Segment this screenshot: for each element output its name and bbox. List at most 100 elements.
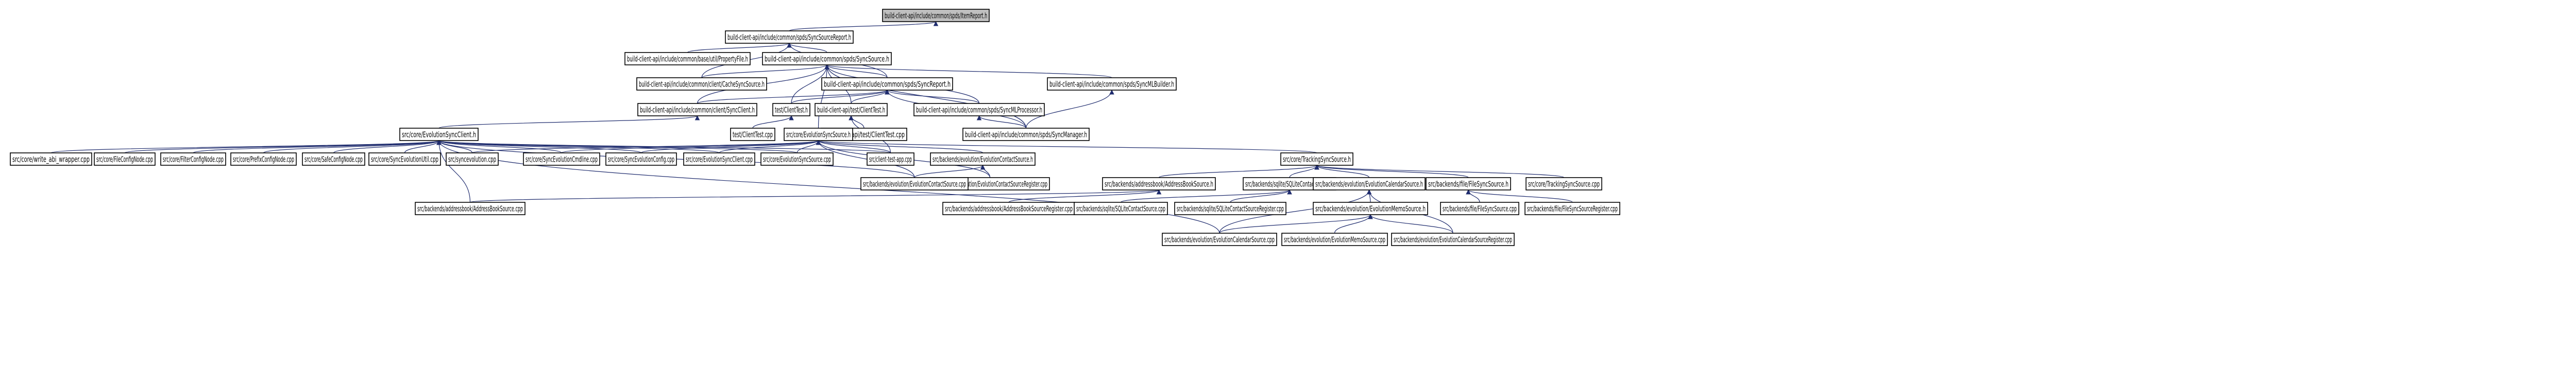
node-evo-calendar-register[interactable]: src/backends/evolution/EvolutionCalendar… [1391,233,1515,246]
edge-cache-sync-source-to-sync-source [701,64,829,78]
node-label: src/core/SyncEvolutionConfig.cpp [608,155,674,164]
node-corewrite-abi[interactable]: src/core/write_abi_wrapper.cpp [10,152,92,166]
node-label: src/core/EvolutionSyncClient.h [402,130,476,140]
node-label: src/backends/evolution/EvolutionContactS… [863,180,966,189]
edge-file-sync-source-cpp-to-file-sync-source-h [1466,189,1480,203]
node-safe-config-node[interactable]: src/core/SafeConfigNode.cpp [302,152,365,166]
node-box [760,152,834,166]
edge-prefix-config-node-to-evolution-sync-client [263,140,442,153]
node-label: src/core/FileConfigNode.cpp [96,155,153,164]
node-ab-source-cpp[interactable]: src/backends/addressbook/AddressBookSour… [415,202,526,215]
node-box [1074,202,1168,215]
node-item-report[interactable]: build-client-api/include/common/spds/Ite… [882,9,990,22]
node-sync-source-report[interactable]: build-client-api/include/common/spds/Syn… [725,30,854,44]
node-cache-sync-source[interactable]: build-client-api/include/common/client/C… [636,77,767,91]
node-box [1047,77,1177,91]
node-ab-source-register[interactable]: src/backends/addressbook/AddressBookSour… [942,202,1075,215]
node-sync-evolution-util[interactable]: src/core/SyncEvolutionUtil.cpp [368,152,441,166]
node-box [230,152,297,166]
node-tracking-sync-source-cpp[interactable]: src/core/TrackingSyncSource.cpp [1526,177,1602,190]
node-evo-calendar-cpp[interactable]: src/backends/evolution/EvolutionCalendar… [1162,233,1277,246]
node-syncml-processor[interactable]: build-client-api/include/common/spds/Syn… [913,103,1045,116]
node-client-test-app[interactable]: src/client-test-app.cpp [867,152,914,166]
edge-sync-evolution-cmdline-to-evolution-sync-client [436,140,562,153]
node-box [368,152,441,166]
node-label: src/backends/addressbook/AddressBookSour… [417,204,523,214]
edge-sync-client-to-sync-report [697,90,890,104]
edge-sync-evolution-cmdline-to-evolution-sync-source [561,140,821,153]
edge-test-clienttest-h-to-sync-source [791,64,829,104]
node-box [821,77,953,91]
node-box [1174,202,1286,215]
node-box [624,52,751,65]
node-sync-manager[interactable]: build-client-api/include/common/spds/Syn… [962,128,1090,141]
edge-evo-calendar-cpp-to-evo-memo-h [1219,214,1373,234]
node-label: src/core/TrackingSyncSource.h [1283,155,1351,164]
node-test-clienttest-h[interactable]: test/ClientTest.h [772,103,810,116]
node-box [1426,177,1511,190]
node-label: build-client-api/include/common/spds/Syn… [1049,80,1174,89]
node-sync-evolution-cmdline[interactable]: src/core/SyncEvolutionCmdline.cpp [523,152,600,166]
node-file-sync-register[interactable]: src/backends/file/FileSyncSourceRegister… [1524,202,1620,215]
node-box [913,103,1045,116]
node-label: src/backends/evolution/EvolutionMemoSour… [1315,204,1426,214]
edge-safe-config-node-to-evolution-sync-client [333,140,442,153]
edge-sqlite-contact-h-to-tracking-sync-source [1289,165,1319,178]
edge-syncml-processor-to-sync-report [885,90,980,104]
node-box [10,152,92,166]
node-box [1102,177,1216,190]
node-client-test-h[interactable]: build-client-api/test/ClientTest.h [815,103,888,116]
node-box [882,9,990,22]
node-file-sync-source-cpp[interactable]: src/backends/file/FileSyncSource.cpp [1440,202,1519,215]
node-label: src/backends/evolution/EvolutionCalendar… [1394,235,1512,245]
edge-ab-source-h-to-tracking-sync-source [1158,165,1319,178]
node-sync-source[interactable]: build-client-api/include/common/spds/Syn… [762,52,892,65]
node-evo-contact-source-cpp[interactable]: src/backends/evolution/EvolutionContactS… [860,177,969,190]
node-sync-report[interactable]: build-client-api/include/common/spds/Syn… [821,77,953,91]
node-label: src/backends/file/FileSyncSource.cpp [1443,204,1517,214]
node-sqlite-contact-register[interactable]: src/backends/sqlite/SQLiteContactSourceR… [1174,202,1286,215]
node-sqlite-contact-cpp[interactable]: src/backends/sqlite/SQLiteContactSource.… [1074,202,1168,215]
node-evolution-sync-client[interactable]: src/core/EvolutionSyncClient.h [399,128,479,141]
node-box [523,152,600,166]
edge-filter-config-node-to-evolution-sync-client [193,140,442,153]
node-syncml-builder[interactable]: build-client-api/include/common/spds/Syn… [1047,77,1177,91]
node-box [1440,202,1519,215]
node-evo-calendar-h[interactable]: src/backends/evolution/EvolutionCalendar… [1313,177,1426,190]
node-label: src/backends/file/FileSyncSource.h [1428,180,1509,189]
node-box [1313,177,1426,190]
node-evo-contact-source-h[interactable]: src/backends/evolution/EvolutionContactS… [930,152,1036,166]
node-evolution-sync-client-cpp[interactable]: src/core/EvolutionSyncClient.cpp [683,152,755,166]
node-label: build-client-api/include/common/client/S… [640,106,755,115]
node-evo-memo-h[interactable]: src/backends/evolution/EvolutionMemoSour… [1313,202,1428,215]
node-box [1391,233,1515,246]
node-label: src/core/PrefixConfigNode.cpp [233,155,294,164]
node-evo-memo-cpp[interactable]: src/backends/evolution/EvolutionMemoSour… [1281,233,1388,246]
edge-client-test-app-to-evolution-sync-client [436,140,891,153]
node-label: src/client-test-app.cpp [869,155,912,164]
node-file-config-node[interactable]: src/core/FileConfigNode.cpp [94,152,156,166]
node-sync-client[interactable]: build-client-api/include/common/client/S… [637,103,757,116]
node-box [1280,152,1353,166]
dependency-edges [50,21,1573,234]
node-box [762,52,892,65]
node-property-file[interactable]: build-client-api/include/common/base/uti… [624,52,751,65]
node-ab-source-h[interactable]: src/backends/addressbook/AddressBookSour… [1102,177,1216,190]
edge-client-test-app-to-evolution-sync-source [816,140,891,153]
edge-test-clienttest-cpp-to-test-clienttest-h [752,115,794,129]
node-tracking-sync-source[interactable]: src/core/TrackingSyncSource.h [1280,152,1353,166]
node-filter-config-node[interactable]: src/core/FilterConfigNode.cpp [160,152,226,166]
node-test-clienttest-cpp[interactable]: test/ClientTest.cpp [730,128,775,141]
node-prefix-config-node[interactable]: src/core/PrefixConfigNode.cpp [230,152,297,166]
node-box [160,152,226,166]
node-label: src/core/write_abi_wrapper.cpp [12,155,90,165]
node-sync-evolution-config[interactable]: src/core/SyncEvolutionConfig.cpp [605,152,677,166]
node-box [302,152,365,166]
node-evolution-sync-source-cpp[interactable]: src/core/EvolutionSyncSource.cpp [760,152,834,166]
node-file-sync-source-h[interactable]: src/backends/file/FileSyncSource.h [1426,177,1511,190]
node-evolution-sync-source[interactable]: src/core/EvolutionSyncSource.h [784,128,853,141]
node-box [962,128,1090,141]
node-box [815,103,888,116]
node-label: build-client-api/include/common/spds/Syn… [916,106,1042,115]
node-syncevolution-cpp[interactable]: src/syncevolution.cpp [446,152,499,166]
